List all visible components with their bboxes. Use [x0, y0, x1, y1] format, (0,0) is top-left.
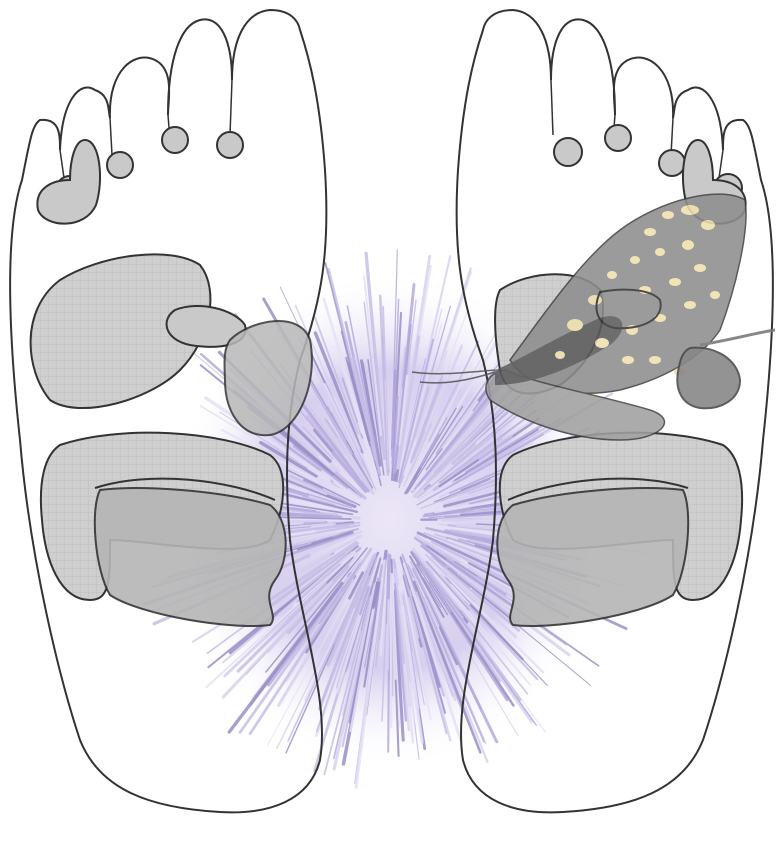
- sinus-zone: [37, 140, 100, 224]
- toe-point: [605, 125, 631, 151]
- thistle-spike: [388, 600, 389, 670]
- colon-zone: [95, 488, 286, 626]
- toe-point: [162, 127, 188, 153]
- toe-point: [659, 150, 685, 176]
- toe-point: [217, 132, 243, 158]
- toe-point: [107, 152, 133, 178]
- colon-zone: [497, 488, 688, 626]
- thistle-spike: [444, 519, 509, 520]
- toe-point: [554, 138, 582, 166]
